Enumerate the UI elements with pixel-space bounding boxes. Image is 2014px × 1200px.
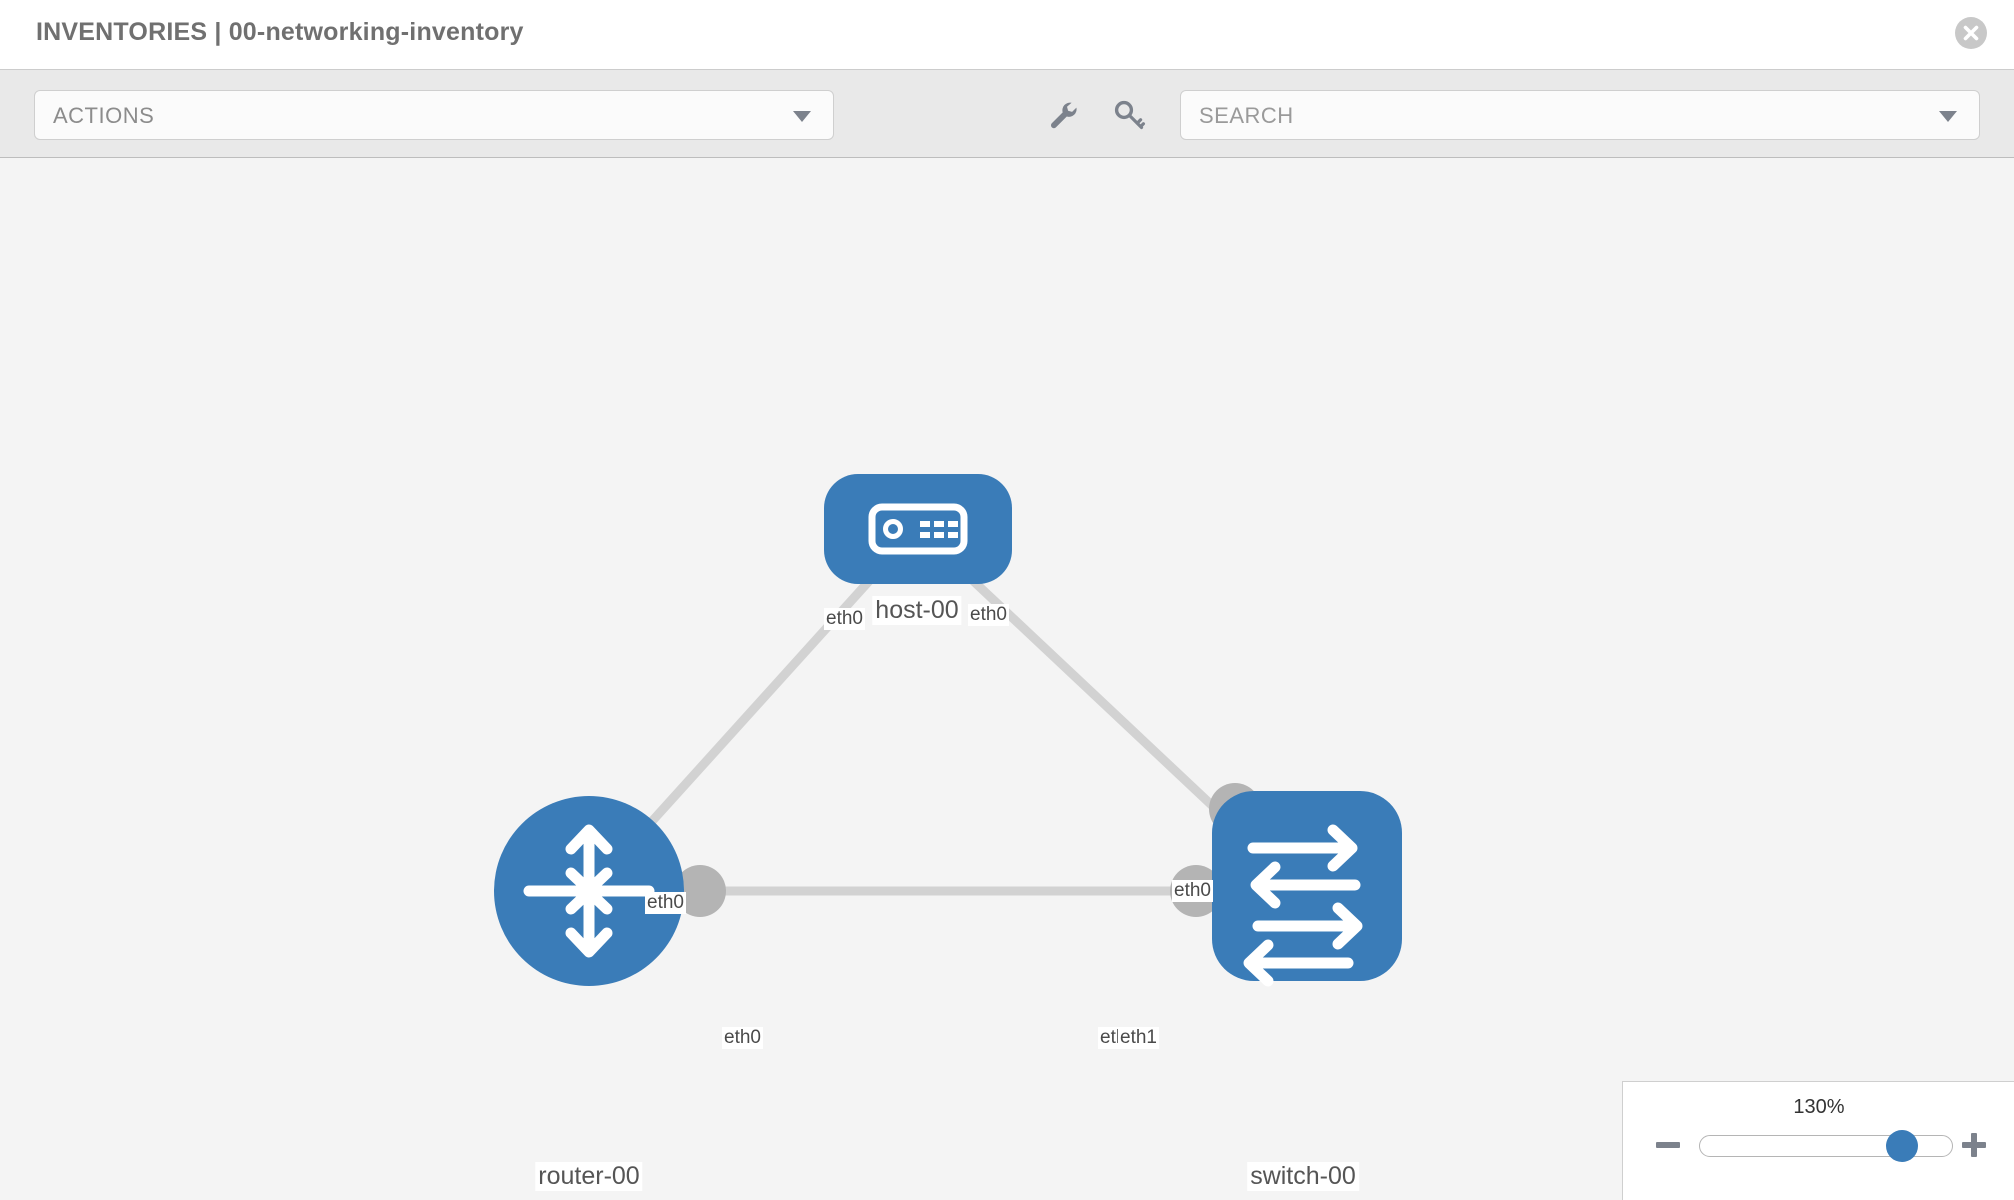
node-router-00[interactable] [494,796,684,986]
search-input[interactable]: SEARCH [1180,90,1980,140]
node-switch-00[interactable] [1212,791,1402,987]
close-icon[interactable] [1954,16,1988,50]
minus-icon[interactable] [1653,1130,1683,1160]
page-header: INVENTORIES | 00-networking-inventory [0,0,2014,70]
search-placeholder: SEARCH [1199,103,1294,128]
wrench-icon[interactable] [1046,98,1080,132]
node-label-router-00: router-00 [535,1162,643,1191]
topology-graph [494,474,1402,987]
chevron-down-icon[interactable] [1939,111,1957,122]
node-host-00[interactable] [824,474,1012,584]
plus-icon[interactable] [1959,1130,1989,1160]
zoom-control-panel: 130% [1622,1081,2014,1200]
iface-label-switch00-eth1: eth1 [1118,1027,1159,1049]
toolbar: ACTIONS SEARCH [0,70,2014,158]
node-label-host-00: host-00 [872,596,962,625]
server-icon [868,503,968,555]
zoom-slider-thumb[interactable] [1886,1130,1918,1162]
page-title: INVENTORIES | 00-networking-inventory [36,18,524,46]
iface-label-host00-left: eth0 [824,608,865,630]
actions-dropdown-label: ACTIONS [53,103,155,128]
iface-label-switch00-uplink: eth0 [1172,880,1213,902]
iface-label-router00-uplink: eth0 [645,892,686,914]
actions-dropdown[interactable]: ACTIONS [34,90,834,140]
topology-canvas[interactable]: host-00 router-00 switch-00 eth0 eth0 et… [0,158,2014,1200]
switch-arrows-icon [1243,824,1363,987]
node-label-switch-00: switch-00 [1247,1162,1359,1191]
key-icon[interactable] [1112,98,1146,132]
port-router00-right[interactable] [674,865,726,917]
iface-label-router00-eth0: eth0 [722,1027,763,1049]
router-arrows-icon [523,824,655,958]
chevron-down-icon [793,111,811,122]
zoom-level-label: 130% [1793,1096,1845,1118]
iface-label-host00-right: eth0 [968,604,1009,626]
